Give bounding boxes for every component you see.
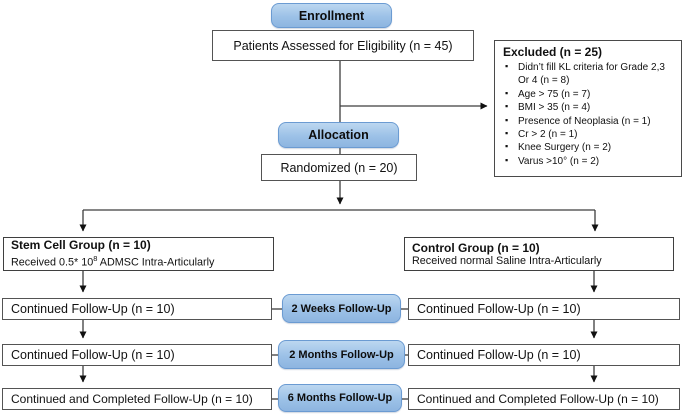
enrollment-stage-pill: Enrollment bbox=[271, 3, 392, 28]
stem-cell-group-box: Stem Cell Group (n = 10) Received 0.5* 1… bbox=[3, 237, 274, 271]
stem-followup-2months-box: Continued Follow-Up (n = 10) bbox=[2, 344, 272, 366]
excluded-reason-knee-surgery: Knee Surgery (n = 2) bbox=[503, 140, 675, 154]
control-group-box: Control Group (n = 10) Received normal S… bbox=[404, 237, 674, 271]
control-followup-6months-box: Continued and Completed Follow-Up (n = 1… bbox=[408, 388, 680, 410]
allocation-stage-pill: Allocation bbox=[278, 122, 399, 148]
randomized-box: Randomized (n = 20) bbox=[261, 154, 417, 181]
control-group-subtitle: Received normal Saline Intra-Articularly bbox=[412, 254, 602, 267]
excluded-reasons-list: Didn’t fill KL criteria for Grade 2,3 Or… bbox=[503, 60, 675, 168]
excluded-reason-kl-criteria: Didn’t fill KL criteria for Grade 2,3 Or… bbox=[503, 60, 675, 88]
stem-followup-6months-box: Continued and Completed Follow-Up (n = 1… bbox=[2, 388, 272, 410]
excluded-reason-cr: Cr > 2 (n = 1) bbox=[503, 127, 675, 141]
milestone-2months-pill: 2 Months Follow-Up bbox=[278, 340, 405, 369]
control-followup-2months-box: Continued Follow-Up (n = 10) bbox=[408, 344, 680, 366]
excluded-reason-neoplasia: Presence of Neoplasia (n = 1) bbox=[503, 114, 675, 128]
control-group-title: Control Group (n = 10) bbox=[412, 240, 540, 255]
control-followup-2weeks-box: Continued Follow-Up (n = 10) bbox=[408, 298, 680, 320]
assessed-eligibility-box: Patients Assessed for Eligibility (n = 4… bbox=[212, 30, 474, 61]
stem-cell-group-subtitle: Received 0.5* 108 ADMSC Intra-Articularl… bbox=[11, 254, 215, 269]
stem-cell-group-title: Stem Cell Group (n = 10) bbox=[11, 238, 151, 253]
stem-followup-2weeks-box: Continued Follow-Up (n = 10) bbox=[2, 298, 272, 320]
milestone-6months-pill: 6 Months Follow-Up bbox=[278, 384, 402, 412]
excluded-title: Excluded (n = 25) bbox=[503, 45, 603, 59]
excluded-box: Excluded (n = 25) Didn’t fill KL criteri… bbox=[494, 40, 682, 177]
excluded-reason-age: Age > 75 (n = 7) bbox=[503, 87, 675, 101]
milestone-2weeks-pill: 2 Weeks Follow-Up bbox=[282, 294, 401, 323]
excluded-reason-varus: Varus >10° (n = 2) bbox=[503, 154, 675, 168]
excluded-reason-bmi: BMI > 35 (n = 4) bbox=[503, 100, 675, 114]
